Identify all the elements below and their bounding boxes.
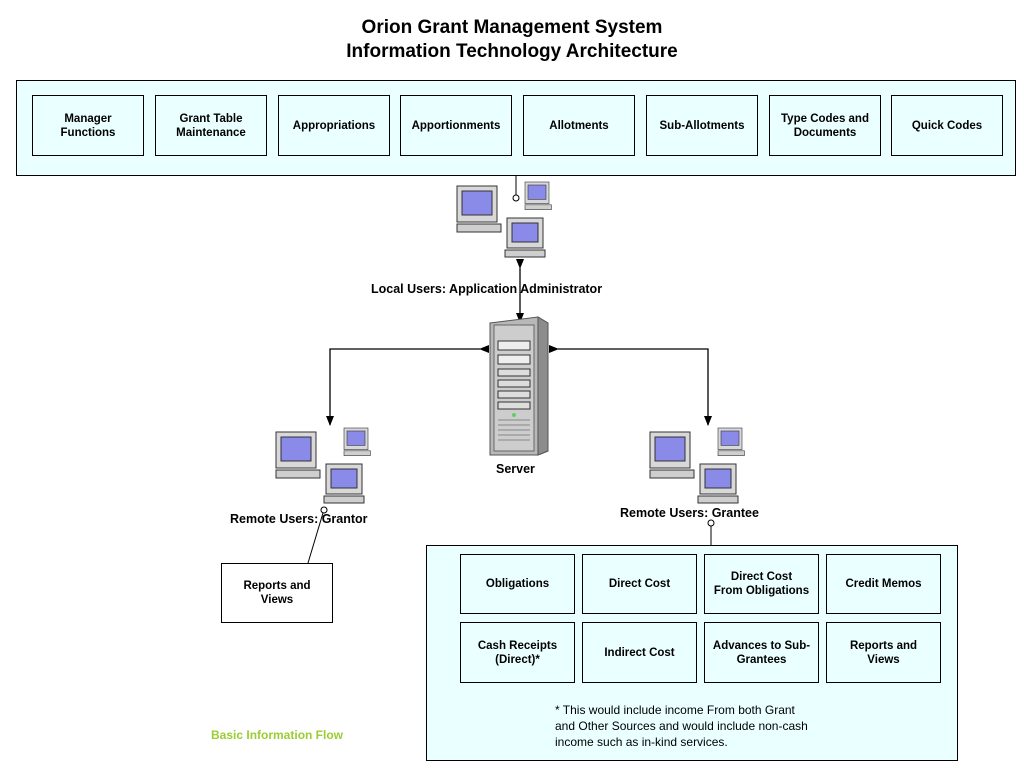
grantee-advances-to-sub-grantees: Advances to Sub- Grantees (704, 622, 819, 683)
server-grantee-arrow (549, 345, 712, 426)
local-users-connector-dot (512, 194, 520, 202)
grantor-computers-icon (275, 427, 371, 504)
module-type-codes-and-documents: Type Codes and Documents (769, 95, 881, 156)
remote-grantor-label: Remote Users: Grantor (230, 512, 368, 526)
grantee-direct-cost: Direct Cost (582, 554, 697, 614)
grantee-cash-receipts-direct: Cash Receipts (Direct)* (460, 622, 575, 683)
income-footnote: * This would include income From both Gr… (555, 703, 808, 749)
local-users-label: Local Users: Application Administrator (371, 282, 603, 296)
grantee-obligations: Obligations (460, 554, 575, 614)
module-quick-codes: Quick Codes (891, 95, 1003, 156)
module-sub-allotments: Sub-Allotments (646, 95, 758, 156)
module-manager-functions: Manager Functions (32, 95, 144, 156)
diagram-title-line-1: Orion Grant Management System (361, 17, 663, 38)
diagram-title-line-2: Information Technology Architecture (346, 41, 678, 62)
remote-grantee-label: Remote Users: Grantee (620, 506, 759, 520)
module-apportionments: Apportionments (400, 95, 512, 156)
grantee-reports-and-views: Reports and Views (826, 622, 941, 683)
server-label: Server (496, 462, 535, 476)
grantee-credit-memos: Credit Memos (826, 554, 941, 614)
module-grant-table-maintenance: Grant Table Maintenance (155, 95, 267, 156)
server-grantor-arrow (326, 345, 489, 426)
grantee-computers-icon (649, 427, 745, 504)
grantee-connector-dot (707, 519, 715, 527)
grantor-reports-and-views: Reports and Views (221, 563, 333, 623)
server-icon (489, 316, 549, 456)
grantor-connector-dot (320, 506, 328, 514)
legend-basic-information-flow: Basic Information Flow (211, 728, 344, 742)
grantee-direct-cost-from-obligations: Direct Cost From Obligations (704, 554, 819, 614)
module-allotments: Allotments (523, 95, 635, 156)
module-appropriations: Appropriations (278, 95, 390, 156)
local-users-computers-icon (456, 181, 552, 258)
grantor-to-reports-line (307, 512, 324, 564)
grantee-indirect-cost: Indirect Cost (582, 622, 697, 683)
